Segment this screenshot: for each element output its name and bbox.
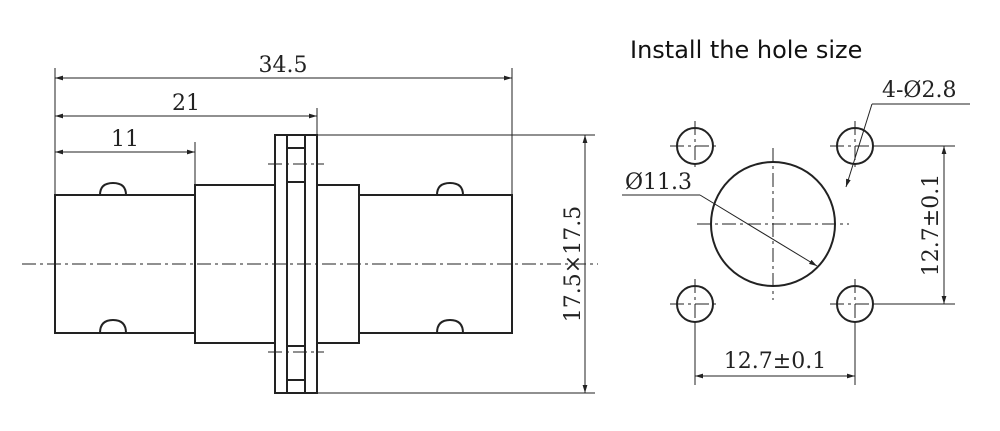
left-pin-bottom — [99, 318, 127, 334]
label-mount-holes: 4-Ø2.8 — [882, 78, 956, 103]
label-vertical-spacing: 12.7±0.1 — [919, 174, 944, 276]
connector-side-view: 34.5 21 11 17.5×17.5 — [22, 53, 598, 394]
right-barrel — [358, 194, 513, 334]
right-pin-bottom — [436, 318, 464, 334]
label-total-length: 34.5 — [259, 53, 308, 78]
label-horizontal-spacing: 12.7±0.1 — [724, 349, 826, 374]
label-center-hole: Ø11.3 — [625, 170, 692, 195]
mounting-hole-pattern: Install the hole size Ø11.3 4-Ø2.8 12.7±… — [622, 36, 970, 385]
left-pin-top — [99, 181, 127, 196]
label-short-length: 11 — [111, 127, 139, 152]
leader-mount-holes — [845, 103, 873, 188]
title: Install the hole size — [630, 36, 862, 64]
right-pin-top — [436, 181, 464, 196]
label-mid-length: 21 — [172, 91, 200, 116]
leader-center-hole — [699, 194, 818, 267]
label-flange-size: 17.5×17.5 — [561, 206, 586, 322]
